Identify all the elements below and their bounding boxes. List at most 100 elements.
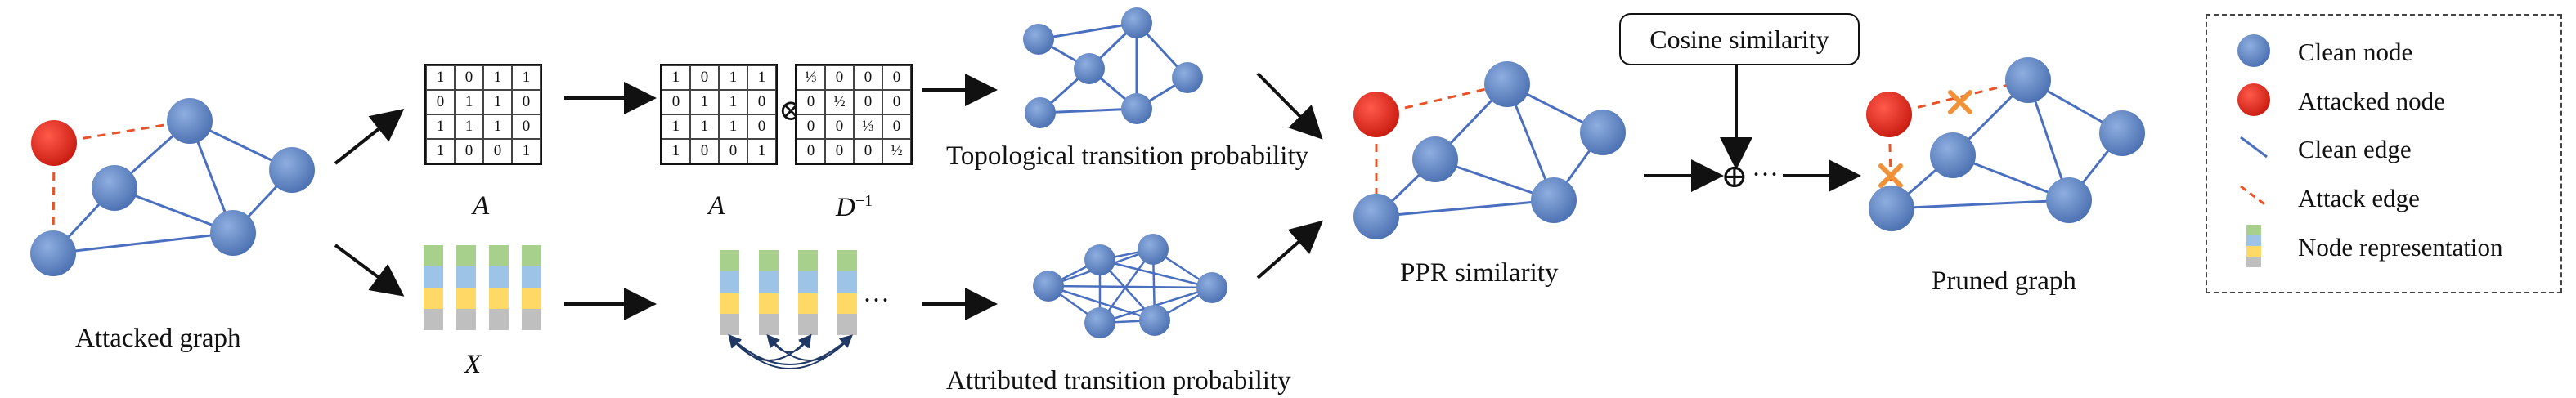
matrix-cell: 1 bbox=[455, 114, 483, 139]
clean-node bbox=[1196, 272, 1227, 303]
legend-node-representation-label: Node representation bbox=[2298, 233, 2503, 262]
matrix-cell: 0 bbox=[512, 90, 541, 114]
attributed-edge bbox=[1099, 258, 1213, 289]
ellipsis: ··· bbox=[863, 286, 890, 315]
legend-symbols bbox=[2237, 34, 2270, 267]
matrix-cell: 0 bbox=[882, 90, 911, 114]
matrix-cell: 0 bbox=[512, 114, 541, 139]
attacked-graph bbox=[30, 98, 315, 276]
matrix-cell: 1 bbox=[719, 65, 747, 90]
node-representation-bar bbox=[489, 245, 509, 330]
node-representation-bar bbox=[720, 250, 739, 335]
ppr-label: PPR similarity bbox=[1400, 258, 1559, 288]
clean-node bbox=[1033, 271, 1064, 302]
matrix-cell: 0 bbox=[854, 90, 882, 114]
clean-node bbox=[1023, 24, 1054, 55]
clean-node bbox=[1074, 53, 1105, 84]
clean-node bbox=[1869, 186, 1914, 231]
clean-node bbox=[1353, 194, 1399, 239]
legend-clean-node-icon bbox=[2237, 34, 2270, 67]
legend-clean-edge-label: Clean edge bbox=[2298, 135, 2412, 163]
matrix-cell: 0 bbox=[854, 139, 882, 163]
matrix-cell: 0 bbox=[882, 65, 911, 90]
clean-node bbox=[1412, 136, 1458, 182]
clean-node bbox=[1084, 307, 1115, 338]
matrix-cell: 0 bbox=[797, 90, 825, 114]
combine-symbol: ⊕ bbox=[1721, 158, 1748, 195]
matrix-cell: 1 bbox=[690, 90, 719, 114]
matrix-cell: 0 bbox=[747, 114, 776, 139]
node-representation-bar bbox=[798, 250, 818, 335]
legend-attacked-node-label: Attacked node bbox=[2298, 87, 2445, 115]
clean-node bbox=[1121, 93, 1152, 124]
clean-node bbox=[1139, 305, 1170, 336]
clean-node bbox=[1172, 62, 1203, 93]
feature-matrix-x bbox=[424, 245, 541, 330]
matrix-cell: ⅓ bbox=[797, 65, 825, 90]
topological-graph bbox=[1023, 7, 1203, 128]
attacked-node bbox=[31, 120, 77, 166]
clean-node bbox=[1930, 132, 1976, 178]
matrix-cell: 0 bbox=[825, 139, 854, 163]
clean-node bbox=[1084, 244, 1115, 275]
legend-clean-node-label: Clean node bbox=[2298, 38, 2413, 66]
matrix-cell: 1 bbox=[662, 65, 690, 90]
matrix-cell: 0 bbox=[662, 90, 690, 114]
ppr-graph bbox=[1353, 61, 1626, 239]
matrix-cell: 0 bbox=[690, 65, 719, 90]
matrix-cell: 0 bbox=[719, 139, 747, 163]
arrow bbox=[1256, 220, 1324, 279]
arrow bbox=[334, 244, 405, 297]
matrix-cell: 0 bbox=[690, 139, 719, 163]
combine-ellipsis: ··· bbox=[1752, 160, 1779, 190]
matrix-cell: 1 bbox=[483, 114, 512, 139]
matrix-cell: 1 bbox=[747, 139, 776, 163]
matrix-cell: 0 bbox=[426, 90, 455, 114]
clean-node bbox=[1580, 110, 1626, 155]
legend-node-representation-icon bbox=[2246, 225, 2261, 267]
matrix-cell: 0 bbox=[455, 139, 483, 163]
matrix-cell: ½ bbox=[882, 139, 911, 163]
clean-node bbox=[2099, 110, 2145, 156]
matrix-cell: 1 bbox=[512, 65, 541, 90]
arrow bbox=[1256, 72, 1323, 140]
pruned-graph-label: Pruned graph bbox=[1932, 266, 2076, 296]
clean-node bbox=[30, 230, 76, 276]
clean-node bbox=[1484, 61, 1530, 107]
matrix-cell: 1 bbox=[426, 139, 455, 163]
matrix-cell: 0 bbox=[825, 114, 854, 139]
matrix-cell: 1 bbox=[747, 65, 776, 90]
legend-attack-edge-icon bbox=[2240, 185, 2268, 208]
clean-node bbox=[2005, 57, 2051, 103]
attacked-graph-label: Attacked graph bbox=[75, 324, 241, 353]
feature-symbol: X bbox=[464, 350, 482, 379]
prune-mark bbox=[1878, 90, 1972, 188]
matrix-cell: 0 bbox=[854, 65, 882, 90]
node-representation-bar bbox=[424, 245, 443, 330]
clean-node bbox=[1531, 177, 1577, 223]
matrix-cell: ½ bbox=[825, 90, 854, 114]
matrix-cell: 0 bbox=[882, 114, 911, 139]
pruned-graph bbox=[1866, 57, 2145, 231]
matrix-cell: 1 bbox=[483, 90, 512, 114]
clean-node bbox=[92, 165, 137, 211]
matrix-cell: 1 bbox=[662, 114, 690, 139]
clean-node bbox=[210, 210, 256, 256]
clean-node bbox=[269, 147, 315, 193]
matrix-cell: 0 bbox=[797, 114, 825, 139]
matrix-cell: 1 bbox=[455, 90, 483, 114]
legend-attacked-node-icon bbox=[2237, 83, 2270, 116]
node-representation-bar bbox=[759, 250, 779, 335]
arrow bbox=[334, 109, 405, 165]
node-representation-bar bbox=[456, 245, 476, 330]
legend bbox=[2206, 14, 2562, 293]
attributed-edge bbox=[1048, 284, 1156, 322]
topological-label: Topological transition probability bbox=[946, 141, 1309, 171]
feature-bars-similarity bbox=[720, 250, 857, 369]
degree-inverse-symbol: D−1 bbox=[836, 192, 873, 222]
clean-node bbox=[2046, 177, 2092, 223]
